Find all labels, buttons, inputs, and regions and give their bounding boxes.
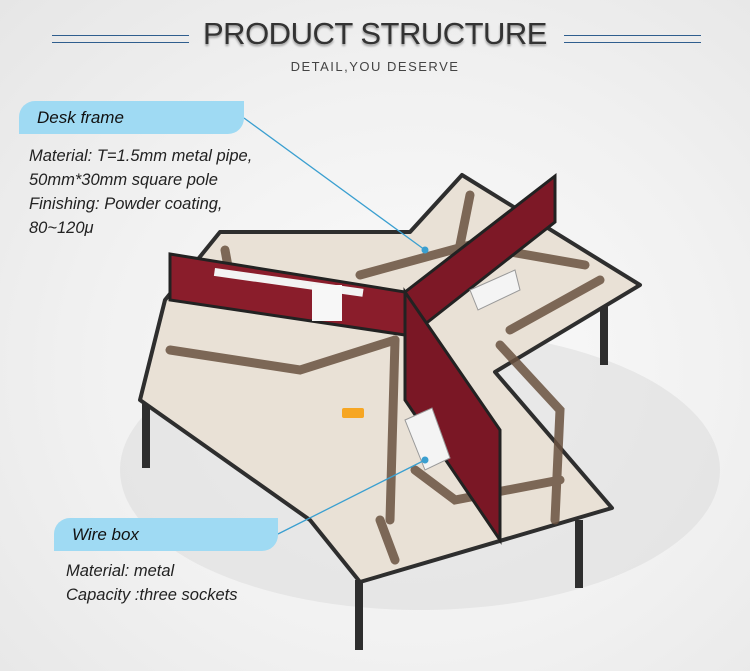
desk-frame-line: 50mm*30mm square pole (29, 171, 218, 189)
leader-dot (421, 246, 429, 254)
desk-frame-description: Material: T=1.5mm metal pipe, 50mm*30mm … (29, 144, 252, 240)
desk-leg (142, 400, 150, 468)
phone-icon (342, 408, 364, 418)
wire-box-description: Material: metal Capacity :three sockets (66, 559, 238, 607)
desk-leg (355, 580, 363, 650)
header-divider-left (52, 35, 189, 43)
page-subtitle: DETAIL,YOU DESERVE (290, 59, 460, 74)
wire-box-line: Capacity :three sockets (66, 586, 238, 604)
wire-box (404, 269, 521, 471)
privacy-panels (168, 172, 557, 545)
wire-box-label: Wire box (54, 518, 278, 551)
header-divider-right (564, 35, 701, 43)
leader-lines (243, 117, 426, 535)
desk-frame-label: Desk frame (19, 101, 244, 134)
page-title: PRODUCT STRUCTURE (203, 16, 548, 51)
desk-frame-line: Material: T=1.5mm metal pipe, (29, 147, 253, 165)
desk-frame-line: Finishing: Powder coating, (29, 195, 223, 213)
desk-leg (600, 285, 608, 365)
desk-leg (575, 520, 583, 588)
wire-box-line: Material: metal (66, 562, 175, 580)
leader-dot (421, 456, 429, 464)
desk-frame-line: 80~120μ (29, 219, 94, 237)
